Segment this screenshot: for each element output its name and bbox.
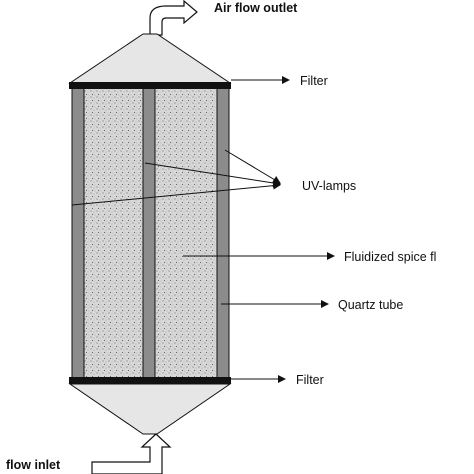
- air-outlet-label: Air flow outlet: [214, 1, 298, 15]
- uv-lamp-center: [142, 85, 156, 382]
- filter-top-bar: [69, 82, 231, 89]
- flow-inlet-arrow: [91, 433, 172, 474]
- uv-lamps-label: UV-lamps: [302, 179, 356, 193]
- top-cone: [68, 33, 232, 84]
- bottom-cone: [68, 383, 232, 435]
- filter-bottom-bar: [69, 377, 231, 384]
- uv-lamp-right: [216, 85, 230, 382]
- uv-lamp-left: [71, 85, 85, 382]
- filter-bottom-label: Filter: [296, 373, 324, 387]
- inlet-label: flow inlet: [6, 458, 61, 472]
- air-outlet-arrow: [149, 0, 198, 36]
- quartz-tube-label: Quartz tube: [338, 298, 403, 312]
- uv-pointer-2: [144, 162, 281, 187]
- filter-top-label: Filter: [300, 74, 328, 88]
- fluidized-label: Fluidized spice fl: [344, 250, 436, 264]
- uv-pointer-1: [224, 149, 281, 184]
- uv-pointer-3: [71, 181, 281, 206]
